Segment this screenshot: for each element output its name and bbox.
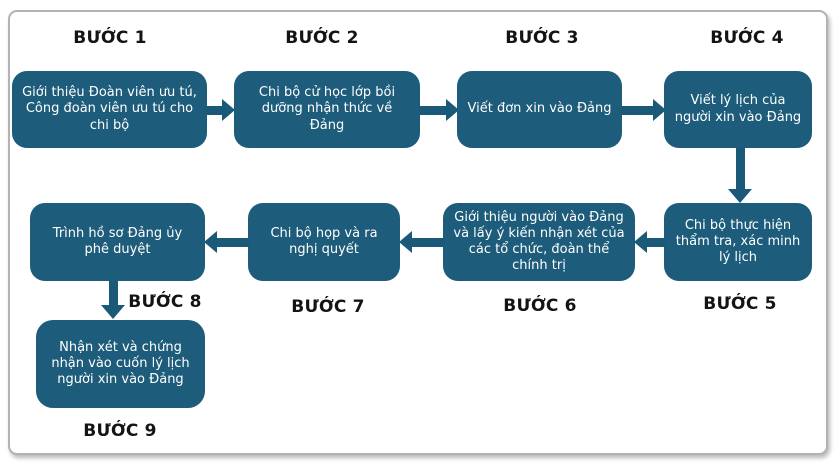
step-box-2: Chi bộ cử học lớp bồi dưỡng nhận thức về… bbox=[234, 71, 420, 148]
step-label-5: BƯỚC 5 bbox=[703, 294, 777, 314]
arrow-head bbox=[101, 305, 125, 319]
step-label-4: BƯỚC 4 bbox=[710, 28, 784, 48]
arrow-step6-to-step7-icon bbox=[399, 231, 444, 253]
step-label-9: BƯỚC 9 bbox=[83, 421, 157, 441]
arrow-shaft bbox=[647, 237, 665, 247]
arrow-head bbox=[728, 189, 752, 203]
arrow-step1-to-step2-icon bbox=[205, 99, 235, 121]
arrow-step7-to-step8-icon bbox=[204, 231, 249, 253]
arrow-shaft bbox=[621, 105, 653, 115]
arrow-head bbox=[222, 99, 235, 121]
arrow-head bbox=[204, 231, 217, 253]
step-label-6: BƯỚC 6 bbox=[503, 296, 577, 316]
arrow-shaft bbox=[412, 237, 444, 247]
step-box-9: Nhận xét và chứng nhận vào cuốn lý lịch … bbox=[36, 320, 205, 408]
arrow-step2-to-step3-icon bbox=[419, 99, 459, 121]
arrow-shaft bbox=[735, 148, 745, 189]
step-box-5: Chi bộ thực hiện thẩm tra, xác minh lý l… bbox=[664, 203, 812, 281]
step-box-3: Viết đơn xin vào Đảng bbox=[457, 71, 622, 148]
arrow-step5-to-step6-icon bbox=[634, 231, 665, 253]
arrow-step8-to-step9-icon bbox=[100, 281, 126, 319]
arrow-shaft bbox=[108, 281, 118, 305]
step-label-1: BƯỚC 1 bbox=[73, 28, 147, 48]
arrow-shaft bbox=[419, 105, 446, 115]
arrow-step4-to-step5-icon bbox=[727, 148, 753, 203]
step-label-3: BƯỚC 3 bbox=[505, 28, 579, 48]
step-box-1: Giới thiệu Đoàn viên ưu tú, Công đoàn vi… bbox=[12, 71, 207, 148]
arrow-head bbox=[653, 99, 666, 121]
step-box-8: Trình hồ sơ Đảng ủy phê duyệt bbox=[30, 203, 205, 281]
step-label-7: BƯỚC 7 bbox=[291, 297, 365, 317]
arrow-shaft bbox=[205, 105, 222, 115]
arrow-head bbox=[634, 231, 647, 253]
step-box-6: Giới thiệu người vào Đảng và lấy ý kiến … bbox=[443, 203, 635, 281]
step-label-2: BƯỚC 2 bbox=[285, 28, 359, 48]
arrow-head bbox=[446, 99, 459, 121]
step-box-7: Chi bộ họp và ra nghị quyết bbox=[248, 203, 400, 281]
step-box-4: Viết lý lịch của người xin vào Đảng bbox=[664, 71, 812, 148]
arrow-head bbox=[399, 231, 412, 253]
arrow-step3-to-step4-icon bbox=[621, 99, 666, 121]
step-label-8: BƯỚC 8 bbox=[128, 292, 202, 312]
arrow-shaft bbox=[217, 237, 249, 247]
